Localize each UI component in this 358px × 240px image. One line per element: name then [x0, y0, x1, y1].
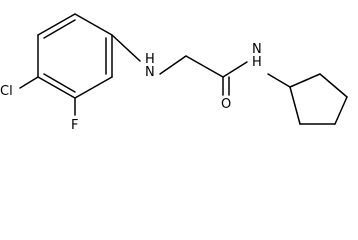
amide-oxygen-label: O	[221, 97, 231, 112]
cp-bond-2	[319, 73, 348, 98]
amide-cn-bond	[222, 61, 248, 78]
ring-double-bond-1	[43, 19, 76, 39]
cyclopentane-ring	[289, 73, 348, 125]
fluorine-label: F	[71, 118, 78, 133]
ring-bond-5	[37, 76, 76, 99]
cp-bond-3	[334, 96, 348, 125]
benzene-ring	[37, 13, 113, 99]
ring-double-bond-3	[43, 73, 76, 93]
cp-bond-5	[289, 86, 301, 125]
cl-bond	[19, 76, 39, 89]
amine-n-bond-1	[111, 34, 141, 62]
ring-bond-4	[74, 76, 113, 99]
amine-n-bond-2	[159, 55, 187, 75]
ch2-carbonyl-bond	[185, 55, 224, 78]
ring-bond-1	[37, 13, 76, 36]
ring-bond-2	[74, 13, 113, 36]
cp-bond-1	[289, 73, 321, 88]
chlorine-label: Cl	[0, 84, 13, 99]
n-cyclopentyl-bond	[267, 73, 291, 88]
